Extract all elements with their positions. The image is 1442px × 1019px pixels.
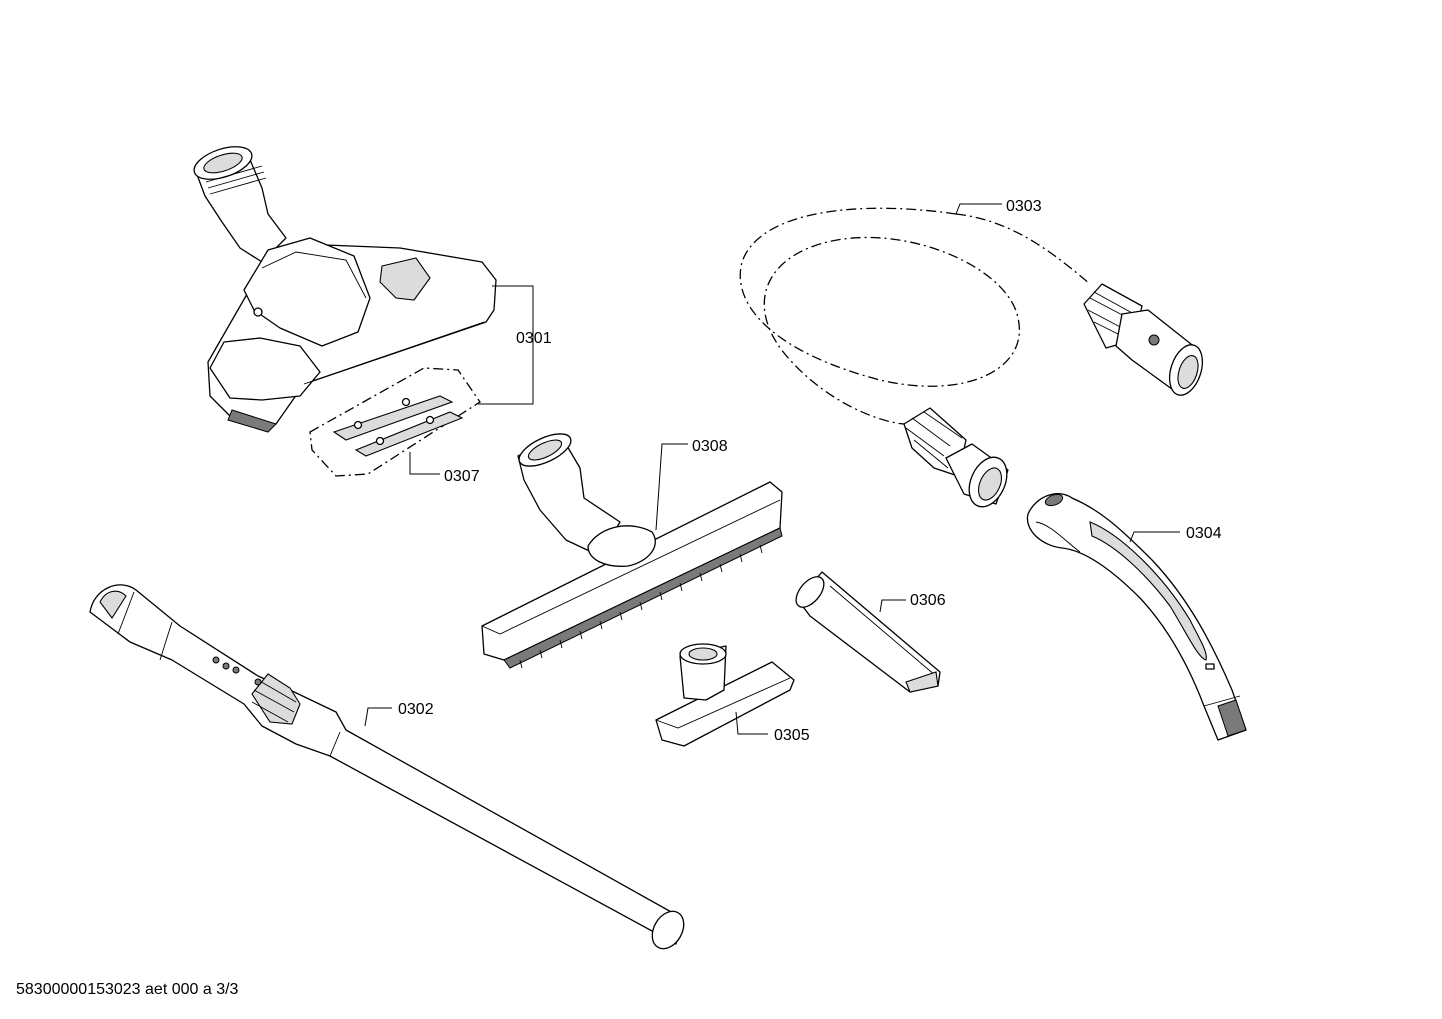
label-0303: 0303 xyxy=(1006,198,1042,215)
drawing-code: 58300000153023 aet 000 a 3/3 xyxy=(16,981,239,998)
label-0308: 0308 xyxy=(692,438,728,455)
label-0307: 0307 xyxy=(444,468,480,485)
hose-handle-drawing xyxy=(1026,493,1247,741)
nozzle-strips-drawing xyxy=(309,367,481,477)
label-0301: 0301 xyxy=(516,330,552,347)
suction-hose-drawing xyxy=(739,207,1204,508)
parquet-nozzle-drawing xyxy=(481,433,783,669)
label-0302: 0302 xyxy=(398,701,434,718)
leader-lines xyxy=(364,203,1180,735)
crevice-nozzle-drawing xyxy=(795,571,941,693)
floor-nozzle-drawing xyxy=(193,146,497,433)
label-0305: 0305 xyxy=(774,727,810,744)
label-0306: 0306 xyxy=(910,592,946,609)
telescopic-tube-drawing xyxy=(89,584,685,950)
upholstery-nozzle-drawing xyxy=(655,643,795,747)
label-0304: 0304 xyxy=(1186,525,1222,542)
